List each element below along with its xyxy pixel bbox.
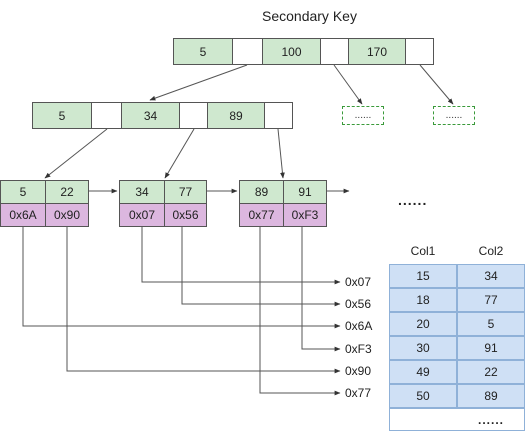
table-cell: 15 xyxy=(389,264,457,288)
leaf-pointer: 0x90 xyxy=(45,203,89,227)
table-cell: 91 xyxy=(457,336,525,360)
diagram-title: Secondary Key xyxy=(262,8,357,24)
root-key-2: 100 xyxy=(262,38,321,65)
leaf-pointer: 0x56 xyxy=(164,203,207,227)
internal-key-1: 5 xyxy=(32,102,92,129)
column-header: Col1 xyxy=(410,244,436,258)
table-cell: 20 xyxy=(389,312,457,336)
leaf-key: 22 xyxy=(45,180,89,204)
leaf-key: 34 xyxy=(119,180,165,204)
table-cell: 77 xyxy=(457,288,525,312)
leaf-pointer: 0x77 xyxy=(239,203,284,227)
column-header: Col2 xyxy=(478,244,504,258)
leaf-pointer: 0xF3 xyxy=(283,203,327,227)
table-cell: 22 xyxy=(457,360,525,384)
table-cell: 5 xyxy=(457,312,525,336)
internal-key-3: 89 xyxy=(207,102,265,129)
table-cell: 89 xyxy=(457,384,525,408)
leaf-key: 89 xyxy=(239,180,284,204)
row-address: 0x07 xyxy=(345,275,372,289)
table-cell: 30 xyxy=(389,336,457,360)
row-address: 0x6A xyxy=(345,319,373,333)
child-placeholder-2: ...... xyxy=(433,106,475,125)
leaf-pointer: 0x07 xyxy=(119,203,165,227)
internal-pointer-3 xyxy=(264,102,293,129)
row-address: 0x77 xyxy=(345,386,372,400)
table-cell: 49 xyxy=(389,360,457,384)
leaf-key: 91 xyxy=(283,180,327,204)
table-cell: 18 xyxy=(389,288,457,312)
row-address: 0xF3 xyxy=(345,342,372,356)
leaf-pointer: 0x6A xyxy=(0,203,46,227)
row-address: 0x90 xyxy=(345,364,372,378)
more-leaves-ellipsis: ...... xyxy=(398,192,428,208)
internal-pointer-1 xyxy=(91,102,122,129)
row-address: 0x56 xyxy=(345,297,372,311)
table-cell: 50 xyxy=(389,384,457,408)
child-placeholder-1: ...... xyxy=(342,106,384,125)
table-more-row: ...... xyxy=(389,408,525,431)
table-cell: 34 xyxy=(457,264,525,288)
root-pointer-3 xyxy=(405,38,434,65)
